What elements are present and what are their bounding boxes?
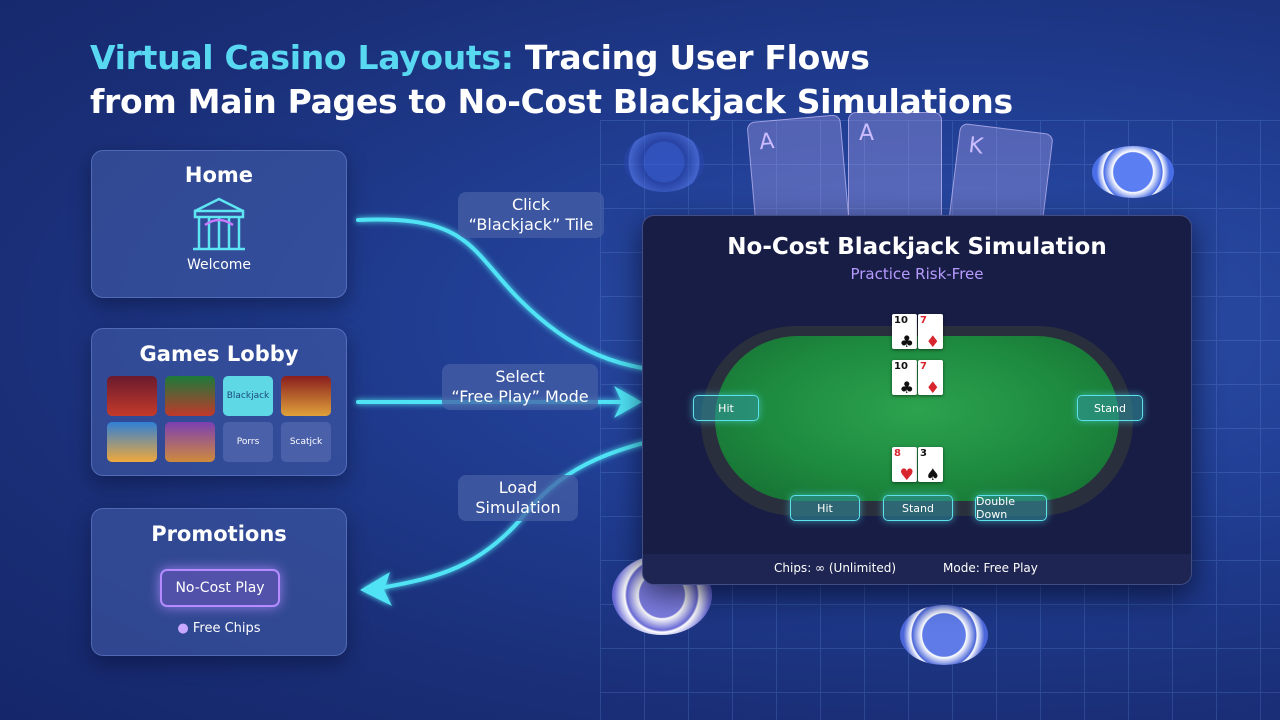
- poker-chip-icon: [1092, 146, 1174, 198]
- home-title: Home: [184, 163, 254, 187]
- casino-building-icon: [193, 197, 245, 251]
- game-tile-label: Porrs: [236, 437, 260, 447]
- game-tile[interactable]: Scatjck: [281, 422, 331, 462]
- flow-label-line: Load: [498, 478, 538, 497]
- game-tile-label: Blackjack: [226, 391, 270, 401]
- no-cost-play-button[interactable]: No-Cost Play: [160, 569, 280, 607]
- playing-card: 7♦: [918, 360, 943, 397]
- game-tile-label: Scatjck: [289, 437, 323, 447]
- poker-chip-icon: [624, 132, 704, 192]
- promotions-title: Promotions: [151, 522, 287, 546]
- playing-card: 10 ♣: [892, 360, 917, 397]
- home-caption: Welcome: [186, 257, 252, 273]
- club-icon: ♣: [899, 332, 914, 351]
- game-tile[interactable]: [165, 422, 215, 462]
- home-card[interactable]: Home Welcome: [91, 150, 347, 298]
- chips-status: Chips: ∞ (Unlimited): [774, 561, 897, 575]
- hit-button[interactable]: Hit: [790, 495, 860, 521]
- lobby-title: Games Lobby: [139, 342, 299, 366]
- simulation-footer: Chips: ∞ (Unlimited) Mode: Free Play: [643, 554, 1191, 584]
- simulation-subtitle: Practice Risk-Free: [850, 265, 984, 283]
- title-accent: Virtual Casino Layouts:: [90, 38, 514, 77]
- flow-label-line: “Blackjack” Tile: [468, 215, 594, 234]
- player-hand: 8♥ 3♠: [892, 447, 943, 484]
- card-rank: 10: [894, 315, 908, 326]
- game-tile[interactable]: [107, 376, 157, 416]
- game-tile[interactable]: Porrs: [223, 422, 273, 462]
- flow-label-line: Select: [495, 367, 545, 386]
- card-rank: 7: [920, 361, 927, 372]
- card-rank: 3: [920, 448, 927, 459]
- dealer-hand-2: 10♣ 7♦: [892, 360, 943, 397]
- floating-card-rank: A: [758, 129, 776, 156]
- playing-card: 3♠: [918, 447, 943, 484]
- chips-stack-icon: ●: [177, 621, 189, 636]
- side-stand-button[interactable]: Stand: [1077, 395, 1143, 421]
- simulation-title: No-Cost Blackjack Simulation: [727, 234, 1107, 260]
- free-chips-row[interactable]: ● Free Chips: [92, 621, 346, 636]
- double-down-button[interactable]: Double Down: [975, 495, 1047, 521]
- floating-card-rank: K: [967, 133, 985, 160]
- blackjack-tile[interactable]: Blackjack: [223, 376, 273, 416]
- mode-status: Mode: Free Play: [943, 561, 1038, 575]
- simulation-panel: No-Cost Blackjack Simulation Practice Ri…: [642, 215, 1192, 585]
- playing-card: 8♥: [892, 447, 917, 484]
- flow-label-load-sim: Load Simulation: [458, 475, 578, 521]
- stand-button[interactable]: Stand: [883, 495, 953, 521]
- title-line-2: from Main Pages to No-Cost Blackjack Sim…: [90, 82, 1013, 121]
- spade-icon: ♠: [925, 465, 940, 484]
- card-rank: 10: [894, 361, 908, 372]
- promotions-card[interactable]: Promotions No-Cost Play ● Free Chips: [91, 508, 347, 656]
- game-tile[interactable]: [165, 376, 215, 416]
- flow-label-line: Simulation: [475, 498, 561, 517]
- club-icon: ♣: [899, 378, 914, 397]
- dealer-hand: 10♣ 7♦: [892, 314, 943, 351]
- game-tile[interactable]: [281, 376, 331, 416]
- heart-icon: ♥: [899, 465, 914, 484]
- card-rank: 8: [894, 448, 901, 459]
- free-chips-label: Free Chips: [192, 621, 261, 636]
- flow-label-select-mode: Select “Free Play” Mode: [442, 364, 598, 410]
- games-lobby-card[interactable]: Games Lobby Blackjack Porrs Scatjck: [91, 328, 347, 476]
- flow-label-line: Click: [511, 195, 551, 214]
- flow-label-click-tile: Click “Blackjack” Tile: [458, 192, 604, 238]
- poker-chip-icon: [900, 605, 988, 665]
- blackjack-table-felt: [715, 336, 1119, 501]
- playing-card: 7♦: [918, 314, 943, 351]
- playing-card: 10 ♣: [892, 314, 917, 351]
- game-tile[interactable]: [107, 422, 157, 462]
- diamond-icon: ♦: [925, 378, 940, 397]
- flow-label-line: “Free Play” Mode: [451, 387, 589, 406]
- floating-card-rank: A: [859, 121, 875, 146]
- side-hit-button[interactable]: Hit: [693, 395, 759, 421]
- card-rank: 7: [920, 315, 927, 326]
- diamond-icon: ♦: [925, 332, 940, 351]
- title-rest: Tracing User Flows: [513, 38, 870, 77]
- arrowhead-icon: [360, 572, 392, 606]
- page-title: Virtual Casino Layouts: Tracing User Flo…: [90, 36, 1013, 124]
